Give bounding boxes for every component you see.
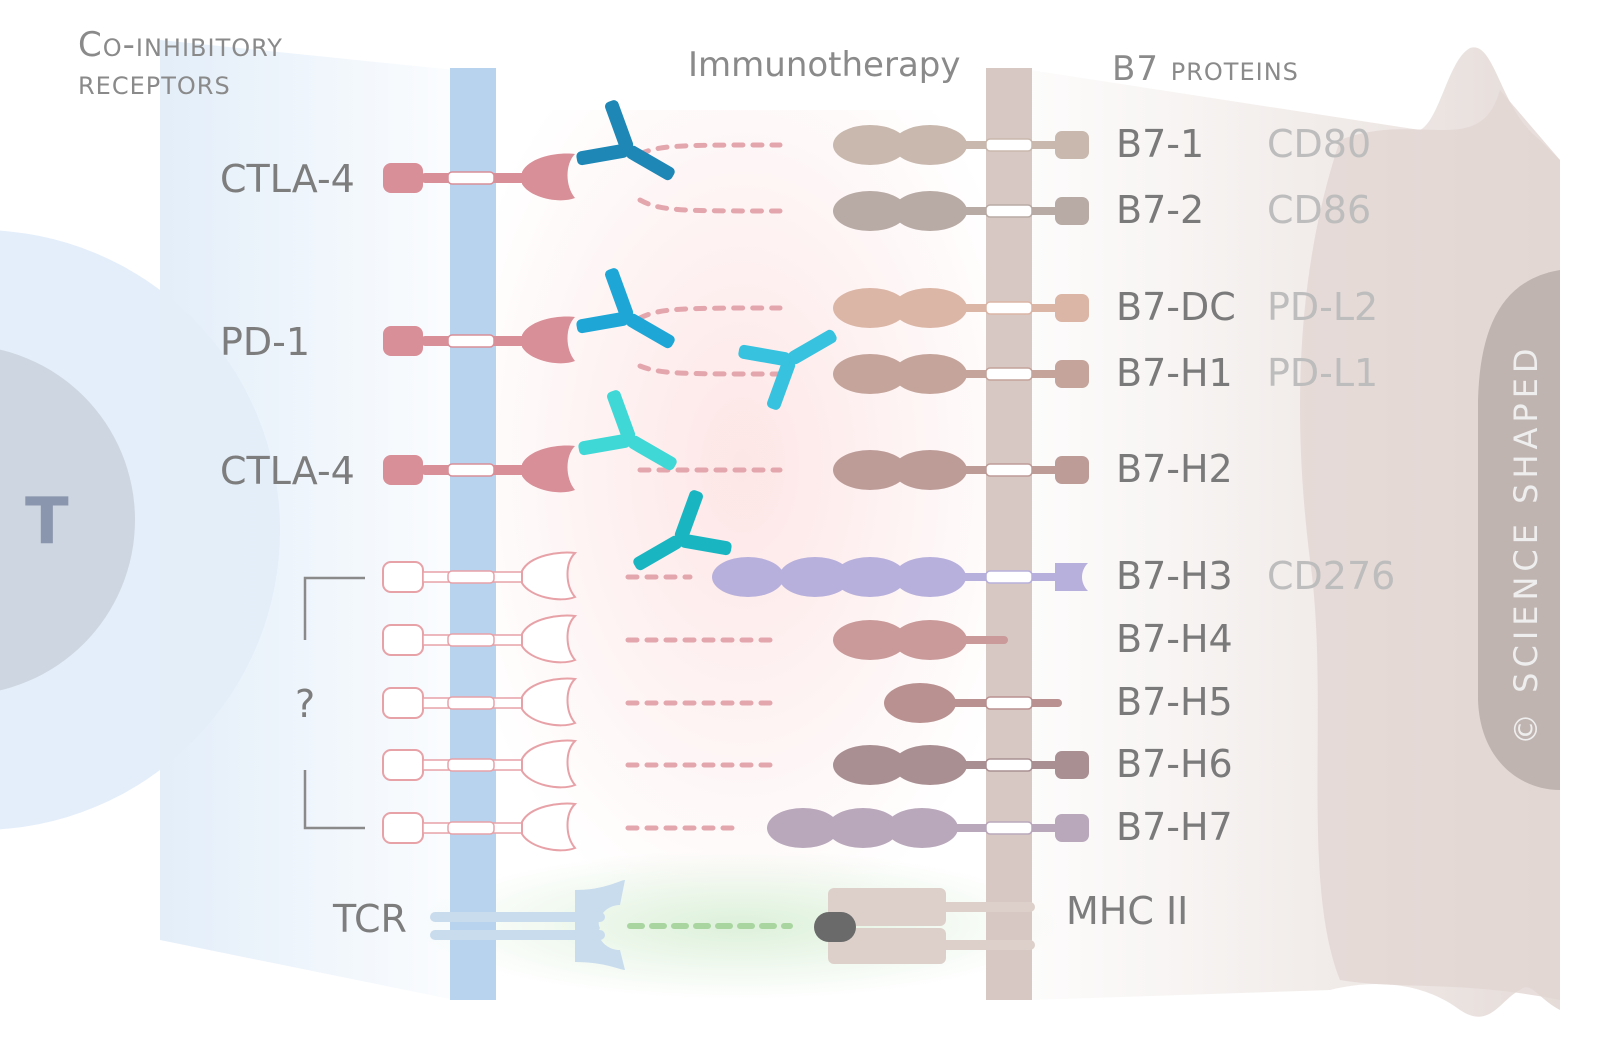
b7-label: B7-2 bbox=[1116, 188, 1205, 232]
b7-label: B7-H2 bbox=[1116, 447, 1233, 491]
antigen-presenting-cell bbox=[1030, 47, 1560, 1017]
immunotherapy-heading: Immunotherapy bbox=[688, 45, 961, 85]
b7-ligand-b7-h4 bbox=[833, 620, 1008, 660]
b7-ligand-b7-h6 bbox=[833, 745, 1089, 785]
unknown-receptor bbox=[382, 739, 578, 789]
b7-label: B7-H6 bbox=[1116, 742, 1233, 786]
b7-ligand-b7-h3 bbox=[712, 557, 1088, 597]
b7-ligand-b7-h7 bbox=[767, 808, 1089, 848]
copyright-label: © SCIENCE SHAPED bbox=[1507, 343, 1545, 745]
receptor-label-ctla-4: CTLA-4 bbox=[220, 449, 355, 493]
b7-ligand-b7-h1 bbox=[833, 354, 1089, 394]
receptor-label-tcr: TCR bbox=[333, 897, 407, 941]
b7-label: B7-H3 bbox=[1116, 554, 1233, 598]
receptor-label-unknown: ? bbox=[295, 682, 316, 726]
t-cell-label: T bbox=[25, 485, 69, 559]
binding-interaction bbox=[637, 305, 783, 321]
b7-alias-label: PD-L1 bbox=[1267, 351, 1379, 395]
b7-label: B7-DC bbox=[1116, 285, 1236, 329]
unknown-receptor bbox=[382, 677, 578, 727]
mhc-ii-molecule bbox=[814, 888, 1035, 964]
b7-ligand-b7-dc bbox=[833, 288, 1089, 328]
receptor-label-ctla-4: CTLA-4 bbox=[220, 157, 355, 201]
binding-interaction bbox=[637, 197, 783, 214]
peptide-antigen bbox=[814, 912, 856, 942]
anti-ctla4-antibody bbox=[578, 390, 677, 471]
co-inhibitory-receptor bbox=[383, 316, 575, 364]
t-cell-membrane bbox=[450, 68, 496, 1000]
anti-b7h3-antibody bbox=[633, 490, 732, 571]
anti-pd1-antibody bbox=[576, 268, 675, 349]
b7-ligand-b7-h5 bbox=[884, 683, 1062, 723]
b7-alias-label: CD86 bbox=[1267, 188, 1372, 232]
co-inhibitory-heading-line2: receptors bbox=[78, 63, 231, 103]
b7-ligand-b7-h2 bbox=[833, 450, 1089, 490]
unknown-receptor bbox=[382, 614, 578, 664]
b7-label: B7-1 bbox=[1116, 122, 1205, 166]
co-inhibitory-receptor bbox=[383, 445, 575, 493]
co-inhibitory-heading-line1: Co-inhibitory bbox=[78, 25, 283, 65]
binding-interaction bbox=[637, 142, 783, 157]
b7-alias-label: PD-L2 bbox=[1267, 285, 1379, 329]
binding-interaction bbox=[637, 363, 783, 377]
co-inhibitory-receptor bbox=[383, 153, 575, 201]
b7-label: B7-H7 bbox=[1116, 805, 1233, 849]
anti-pdl1-antibody bbox=[738, 329, 837, 410]
b7-proteins-heading: B7 proteins bbox=[1112, 49, 1299, 89]
b7-ligand-b7-2 bbox=[833, 191, 1089, 231]
apc-membrane bbox=[986, 68, 1032, 1000]
b7-label: B7-H4 bbox=[1116, 617, 1233, 661]
anti-ctla4-antibody bbox=[576, 100, 675, 181]
t-cell bbox=[0, 40, 455, 1000]
unknown-receptor bbox=[382, 802, 578, 852]
mhc-ii-label: MHC II bbox=[1066, 889, 1189, 933]
tcr-receptor bbox=[430, 880, 625, 970]
b7-label: B7-H5 bbox=[1116, 680, 1233, 724]
receptor-label-pd-1: PD-1 bbox=[220, 320, 311, 364]
b7-ligand-b7-1 bbox=[833, 125, 1089, 165]
b7-alias-label: CD276 bbox=[1267, 554, 1396, 598]
b7-label: B7-H1 bbox=[1116, 351, 1233, 395]
unknown-receptors-bracket bbox=[303, 576, 365, 830]
unknown-receptor bbox=[382, 551, 578, 601]
b7-alias-label: CD80 bbox=[1267, 122, 1372, 166]
